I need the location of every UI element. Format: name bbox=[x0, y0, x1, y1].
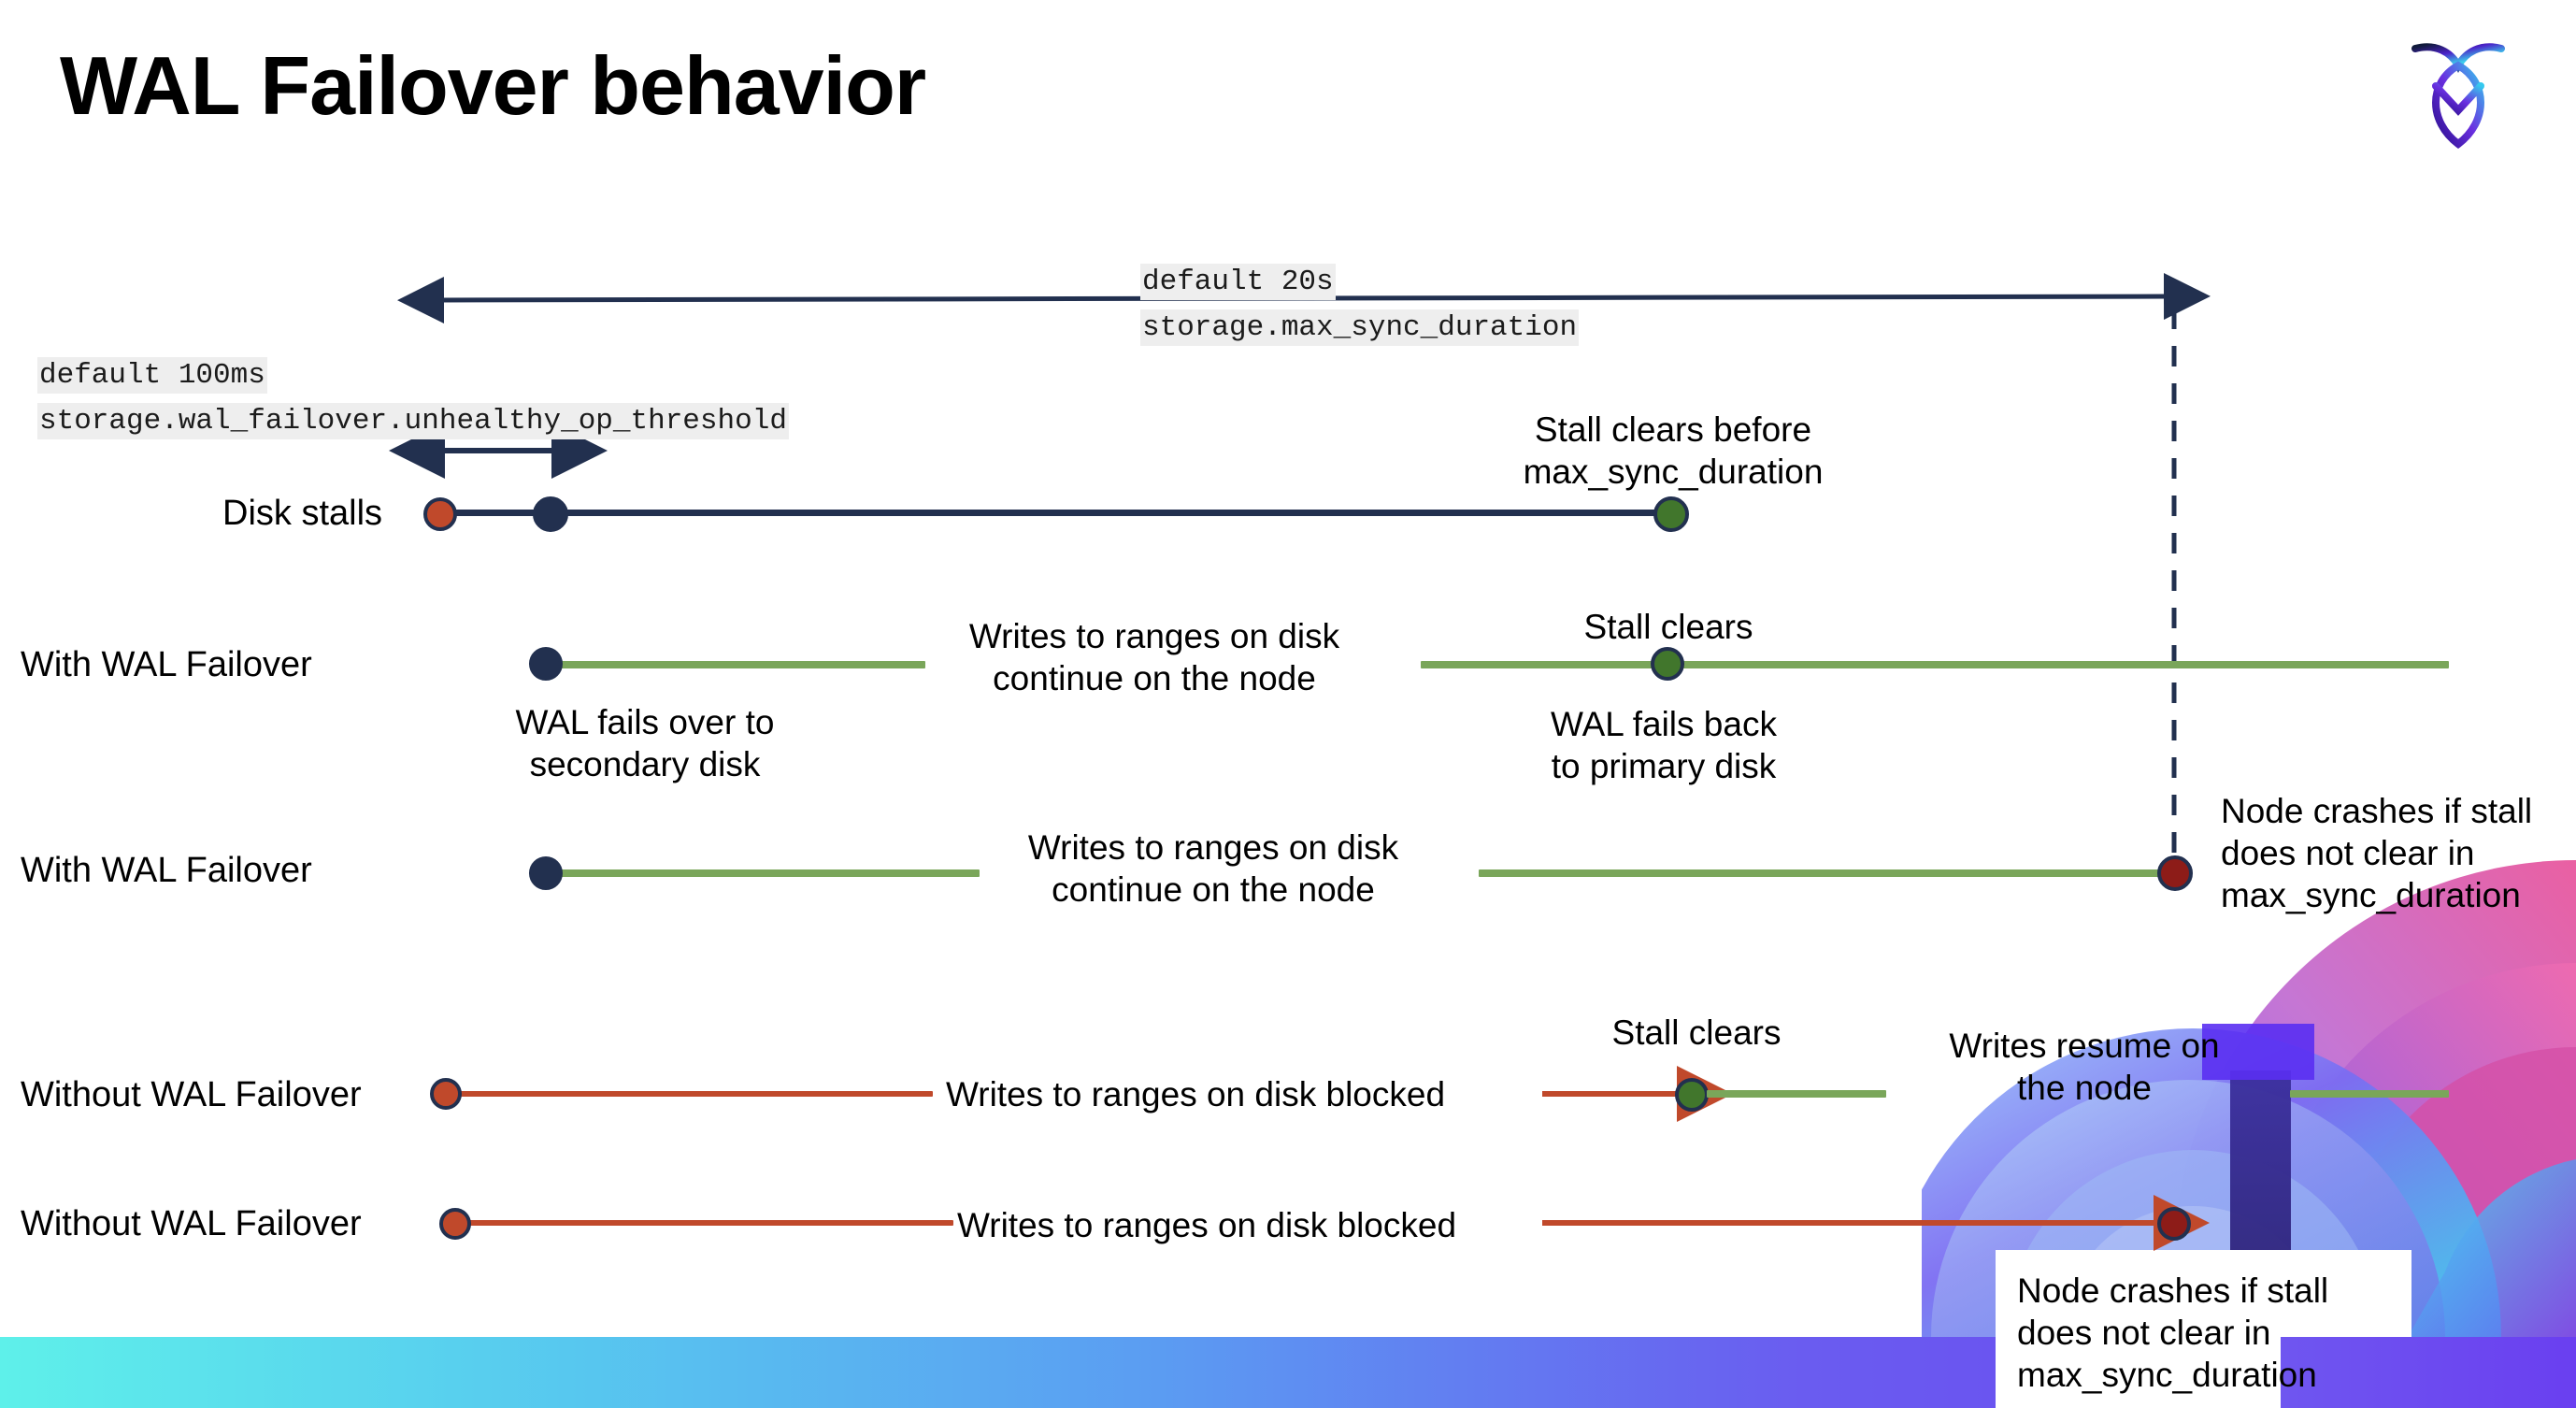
row3-line-a bbox=[540, 869, 980, 877]
row2-line-a bbox=[540, 661, 925, 668]
row3-note-writes-continue: Writes to ranges on disk continue on the… bbox=[1027, 828, 1399, 910]
row5-line-blocked bbox=[458, 1220, 953, 1226]
row4-line-blocked bbox=[447, 1091, 933, 1097]
row2-note-writes-continue: Writes to ranges on disk continue on the… bbox=[968, 617, 1340, 698]
row2-note-stall-clears: Stall clears bbox=[1583, 608, 1753, 646]
annotation-unhealthy-line1: default 100ms bbox=[37, 357, 267, 394]
row1-stall-clear-dot bbox=[1653, 496, 1689, 532]
row4-note-writes-blocked: Writes to ranges on disk blocked bbox=[946, 1075, 1446, 1113]
row-label-disk-stalls: Disk stalls bbox=[222, 494, 383, 533]
annotation-unhealthy-line2: storage.wal_failover.unhealthy_op_thresh… bbox=[37, 403, 789, 439]
row3-failover-dot bbox=[529, 856, 563, 890]
callout-mask-2 bbox=[2281, 1337, 2576, 1408]
row2-note-wal-fails-back: WAL fails back to primary disk bbox=[1551, 705, 1777, 786]
row-label-with-wal-failover-1: With WAL Failover bbox=[21, 645, 312, 684]
row3-line-b bbox=[1479, 869, 2170, 877]
annotation-max-sync: default 20s storage.max_sync_duration bbox=[1140, 264, 1580, 346]
row3-crash-dot bbox=[2157, 855, 2193, 891]
row5-stall-start-dot bbox=[439, 1208, 471, 1240]
row4-stall-clear-dot bbox=[1675, 1078, 1709, 1112]
row-label-with-wal-failover-2: With WAL Failover bbox=[21, 851, 312, 890]
row3-note-node-crashes: Node crashes if stall does not clear in … bbox=[2221, 792, 2533, 915]
annotation-unhealthy-threshold: default 100ms storage.wal_failover.unhea… bbox=[37, 357, 789, 439]
row2-note-wal-fails-over: WAL fails over to secondary disk bbox=[515, 703, 775, 784]
row1-note-stall-clears-before: Stall clears before max_sync_duration bbox=[1523, 410, 1824, 492]
row4-line-resume-a bbox=[1707, 1090, 1886, 1098]
row5-note-writes-blocked: Writes to ranges on disk blocked bbox=[957, 1206, 1457, 1244]
row1-failover-dot bbox=[533, 496, 568, 532]
annotation-max-sync-line2: storage.max_sync_duration bbox=[1140, 309, 1580, 346]
row1-stall-start-dot bbox=[423, 497, 457, 531]
row2-failover-dot bbox=[529, 647, 563, 681]
row4-note-stall-clears: Stall clears bbox=[1611, 1013, 1782, 1052]
annotation-max-sync-line1: default 20s bbox=[1140, 264, 1336, 300]
row4-note-writes-resume: Writes resume on the node bbox=[1949, 1027, 2220, 1108]
cockroachdb-logo-icon bbox=[2402, 28, 2514, 154]
row1-line bbox=[439, 510, 1671, 516]
row2-stall-clear-dot bbox=[1651, 647, 1684, 681]
row4-line-resume-b bbox=[2290, 1090, 2449, 1098]
row-label-without-wal-failover-2: Without WAL Failover bbox=[21, 1204, 362, 1243]
row5-crash-dot bbox=[2157, 1207, 2191, 1241]
row2-line-b bbox=[1421, 661, 2449, 668]
row5-note-node-crashes: Node crashes if stall does not clear in … bbox=[2017, 1272, 2329, 1395]
page-title: WAL Failover behavior bbox=[60, 39, 926, 132]
row4-stall-start-dot bbox=[430, 1078, 462, 1110]
row-label-without-wal-failover-1: Without WAL Failover bbox=[21, 1075, 362, 1114]
